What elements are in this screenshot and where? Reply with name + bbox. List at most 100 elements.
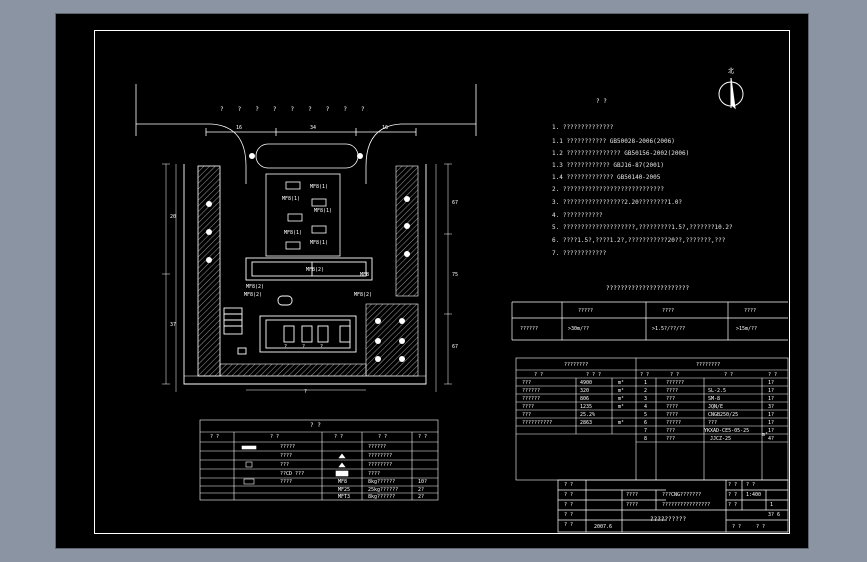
stats-right-no: 3 <box>644 396 648 402</box>
road-label: ? <box>237 106 242 113</box>
stats-subhead: ? ? <box>534 372 544 378</box>
title-mid-label: ???? <box>626 502 639 508</box>
note-line: 1.1 ??????????? GB50028-2006(2006) <box>552 138 675 145</box>
drawing-name: ?????????? <box>650 516 687 523</box>
side-dim-right: 67 <box>452 344 459 350</box>
stats-right-no: 8 <box>644 436 648 442</box>
legend-desc: ????? <box>280 444 296 450</box>
stats-right-qty: 1? <box>768 412 775 418</box>
stats-right-qty: 1? <box>768 396 775 402</box>
stats-right-no: 4 <box>644 404 648 410</box>
stats-right-qty: 1? <box>768 420 775 426</box>
stats-subhead: ? ? <box>640 372 650 378</box>
site-label: MF8(2) <box>306 267 325 273</box>
legend-desc: ???? <box>368 471 381 477</box>
stats-right-name: ???? <box>666 412 679 418</box>
fire-table-lines <box>511 301 788 341</box>
stats-left-value: 806 <box>580 396 590 402</box>
site-label: MF8(1) <box>314 208 333 214</box>
legend-desc: ???? <box>280 479 293 485</box>
road-label: ? <box>220 106 224 113</box>
title-left-label: ? ? <box>564 502 574 508</box>
title-no-value: ? ? <box>746 482 756 488</box>
title-project: ???????????????? <box>662 502 711 508</box>
legend-title: ? ? <box>310 422 321 429</box>
stats-left-value: 1235 <box>580 404 593 410</box>
tree-symbols <box>206 153 410 362</box>
stats-subhead: ? ? <box>724 372 734 378</box>
stats-right-model: JJCZ-25 <box>710 436 732 442</box>
stats-right-no: 7 <box>644 428 648 434</box>
pump-label: ? <box>302 344 306 350</box>
drawing-frame <box>94 30 790 534</box>
legend-head: ? ? <box>334 434 344 440</box>
side-dim-left: 20 <box>170 214 177 220</box>
road-label: ? <box>343 106 347 113</box>
road-label: ? <box>325 106 330 113</box>
road-edges <box>135 84 477 184</box>
site-label: MF8(2) <box>354 292 373 298</box>
stats-right-name: ????? <box>666 420 682 426</box>
note-line: 5. ????????????????????,?????????1.5?,??… <box>552 224 733 231</box>
dimension-lines <box>162 163 452 391</box>
stats-right-no: 5 <box>644 412 648 418</box>
north-label: 北 <box>728 68 735 75</box>
stats-left-name: ?????? <box>522 396 541 402</box>
road-labels: ????????? <box>220 106 365 113</box>
legend-code: MFT3 <box>338 494 351 500</box>
stats-right-model: ??? <box>708 420 718 426</box>
legend-qty: 2? <box>418 494 425 500</box>
fire-table-value: >30m/?? <box>568 326 590 332</box>
stats-right-model: SL-2.5 <box>708 388 727 394</box>
north-arrow-graphic <box>718 77 744 110</box>
fire-table-col: ????? <box>578 308 594 314</box>
note-line: 1.2 ??????????????? GB50156-2002(2006) <box>552 150 690 157</box>
stats-left-name: ??? <box>522 412 532 418</box>
title-left-label: ? ? <box>564 512 574 518</box>
road-label: ? <box>255 106 259 113</box>
road-dim: 34 <box>310 125 317 131</box>
stats-right-name: ??? <box>666 428 676 434</box>
fire-table-col: ???? <box>744 308 757 314</box>
stats-subhead: ? ? ? <box>586 372 602 378</box>
stats-right-name: ?????? <box>666 380 685 386</box>
title-bottom: ? ? <box>732 524 742 530</box>
title-project: ???CNG??????? <box>662 492 702 498</box>
note-line: 1. ?????????????? <box>552 124 614 131</box>
stats-right-qty: 1? <box>768 388 775 394</box>
fire-table-value: >1.5?/??/?? <box>652 326 686 332</box>
road-label: ? <box>308 106 312 113</box>
stats-right-qty: 1? <box>768 380 775 386</box>
site-label: ? <box>304 389 308 395</box>
stats-left-unit: m² <box>618 404 625 410</box>
note-line: 7. ???????????? <box>552 250 607 257</box>
legend-code: MF8 <box>338 479 348 485</box>
legend-head: ? ? <box>210 434 220 440</box>
stats-right-name: ???? <box>666 388 679 394</box>
stats-right-no: 1 <box>644 380 648 386</box>
legend-desc: 8kg?????? <box>368 479 396 485</box>
stats-table-lines <box>515 357 789 481</box>
entrance-gate <box>255 143 359 169</box>
stats-right-unit: m² <box>762 432 769 438</box>
legend-head: ? ? <box>270 434 280 440</box>
legend-desc: ??CD ??? <box>280 471 305 477</box>
notes-title: ? ? <box>596 98 607 105</box>
legend-qty: 2? <box>418 487 425 493</box>
scale-value: 1:400 <box>746 492 762 498</box>
drawing-sheet: ????????? 16 34 16 20 37 67 75 67 MF8(1)… <box>55 13 809 549</box>
stats-left-name: ?????????? <box>522 420 553 426</box>
stats-left-unit: m² <box>618 396 625 402</box>
compressor-area <box>223 295 357 355</box>
site-label: MF8(1) <box>284 230 303 236</box>
stats-subhead: ? ? <box>670 372 680 378</box>
title-left-label: ? ? <box>564 492 574 498</box>
stats-right-model: CNGB250/25 <box>708 412 739 418</box>
cad-drawing <box>135 77 789 533</box>
stats-head-left: ???????? <box>564 362 589 368</box>
stats-right-name: ??? <box>666 436 676 442</box>
fire-table-row-label: ?????? <box>520 326 539 332</box>
stats-right-name: ??? <box>666 396 676 402</box>
legend-head: ? ? <box>418 434 428 440</box>
legend-desc: ?????? <box>368 444 387 450</box>
